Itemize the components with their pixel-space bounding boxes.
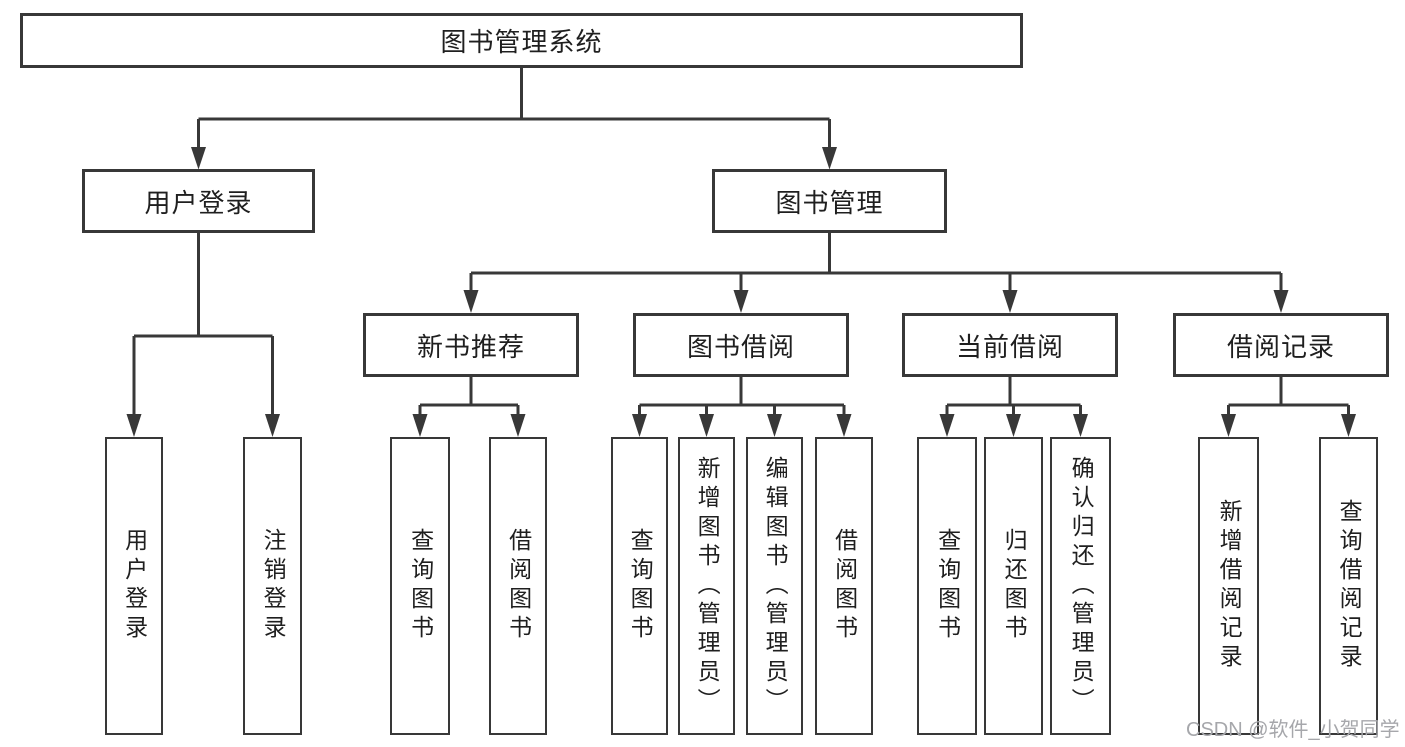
node-current-borrowing: 当前借阅	[902, 313, 1118, 377]
connector-records	[1227, 377, 1350, 416]
arrow-icon	[463, 290, 479, 313]
leaf-records-query: 查询借阅记录	[1319, 437, 1378, 735]
arrow-icon	[699, 414, 714, 437]
leaf-records-add: 新增借阅记录	[1198, 437, 1259, 735]
arrow-icon	[733, 290, 749, 313]
leaf-borrowing-query: 查询图书	[611, 437, 668, 735]
arrow-icon	[939, 414, 955, 437]
connector-current	[945, 377, 1082, 416]
arrow-icon	[1341, 414, 1356, 437]
connector-root	[197, 68, 831, 148]
leaf-user-login: 用户登录	[105, 437, 163, 735]
arrow-icon	[1006, 414, 1021, 437]
connector-borrowing	[638, 377, 846, 416]
arrow-icon	[767, 414, 782, 437]
arrow-icon	[1273, 290, 1289, 313]
node-root-title: 图书管理系统	[20, 13, 1023, 68]
leaf-borrowing-borrow: 借阅图书	[815, 437, 873, 735]
leaf-borrowing-add-admin: 新增图书（管理员）	[678, 437, 735, 735]
arrow-icon	[191, 147, 206, 170]
arrow-icon	[510, 414, 526, 437]
node-book-management: 图书管理	[712, 169, 947, 233]
node-book-borrowing: 图书借阅	[633, 313, 849, 377]
arrow-icon	[1002, 290, 1018, 313]
leaf-current-confirm-return-admin: 确认归还（管理员）	[1050, 437, 1111, 735]
arrow-icon	[1221, 414, 1236, 437]
arrow-icon	[836, 414, 852, 437]
arrowheads	[126, 147, 1356, 437]
node-borrow-records: 借阅记录	[1173, 313, 1389, 377]
leaf-current-return: 归还图书	[984, 437, 1043, 735]
arrow-icon	[822, 147, 837, 170]
connector-user-login	[132, 233, 274, 416]
node-user-login: 用户登录	[82, 169, 315, 233]
leaf-newbooks-query: 查询图书	[390, 437, 450, 735]
connector-book-mgmt	[469, 233, 1283, 292]
leaf-logout: 注销登录	[243, 437, 302, 735]
leaf-current-query: 查询图书	[917, 437, 977, 735]
arrow-icon	[126, 414, 142, 437]
arrow-icon	[265, 414, 280, 437]
arrow-icon	[1073, 414, 1088, 437]
leaf-newbooks-borrow: 借阅图书	[489, 437, 547, 735]
connector-new-books	[418, 377, 520, 416]
leaf-borrowing-edit-admin: 编辑图书（管理员）	[746, 437, 803, 735]
arrow-icon	[412, 414, 428, 437]
watermark: CSDN @软件_小贺同学	[1186, 719, 1400, 741]
arrow-icon	[632, 414, 647, 437]
node-new-book-recommend: 新书推荐	[363, 313, 579, 377]
